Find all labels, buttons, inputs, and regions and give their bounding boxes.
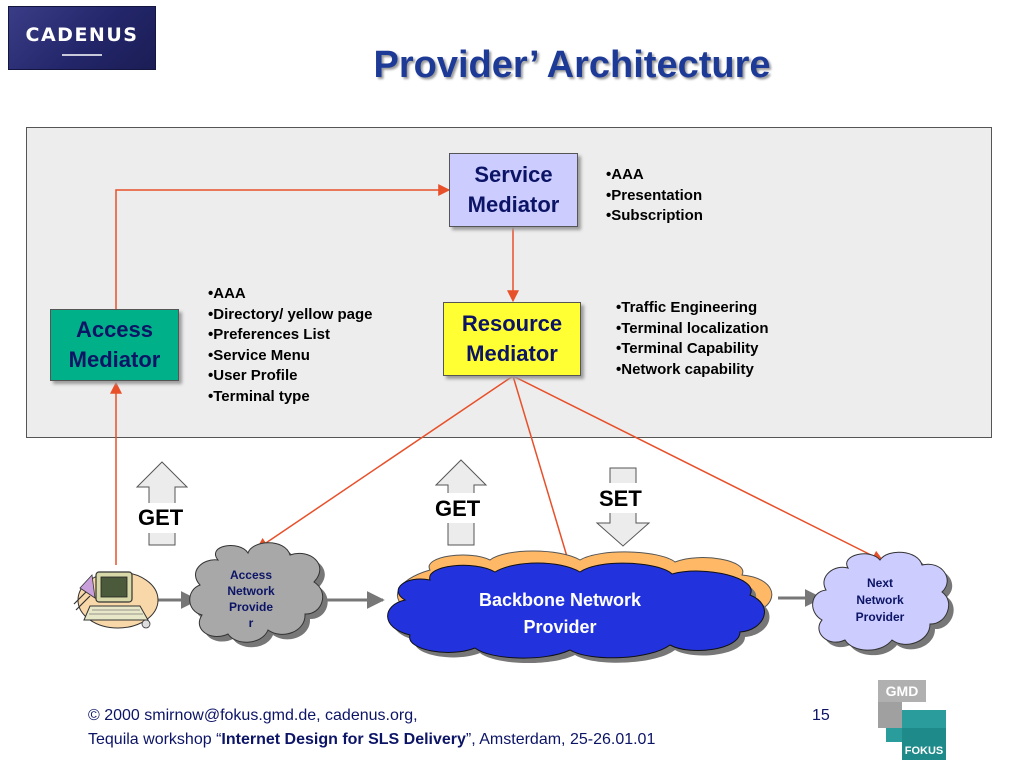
access-network-line-3: Provide — [229, 600, 273, 614]
get-left-label: GET — [138, 505, 184, 530]
access-mediator-box: Access Mediator — [50, 309, 179, 381]
get-middle-label: GET — [435, 496, 481, 521]
cadenus-logo-text: CADENUS — [25, 24, 139, 46]
backbone-network-label: Backbone Network Provider — [479, 590, 642, 637]
list-item: •Directory/ yellow page — [208, 305, 373, 323]
backbone-network-cloud — [387, 562, 770, 664]
footer-event-prefix: Tequila workshop “ — [88, 731, 222, 748]
footer-event-suffix: ”, Amsterdam, 25-26.01.01 — [465, 731, 656, 748]
list-item: •Terminal Capability — [616, 340, 759, 357]
resource-mediator-box: Resource Mediator — [443, 302, 581, 376]
list-item: •Network capability — [616, 360, 754, 378]
list-item: •User Profile — [208, 367, 298, 384]
backbone-line-2: Provider — [523, 617, 596, 637]
set-label: SET — [599, 486, 642, 511]
access-network-cloud — [189, 542, 328, 648]
list-item: •AAA — [208, 285, 246, 302]
list-item: •AAA — [606, 166, 644, 183]
access-network-label: Access Network Provide r — [227, 568, 275, 630]
service-mediator-box: Service Mediator — [449, 153, 578, 227]
arrow-access-to-service — [115, 184, 451, 309]
access-mediator-functions: •AAA •Directory/ yellow page •Preference… — [208, 284, 372, 407]
gmd-text: GMD — [886, 683, 919, 699]
arrow-resource-to-next-network — [512, 375, 885, 562]
next-network-line-3: Provider — [856, 610, 905, 624]
service-mediator-functions: •AAA •Presentation •Subscription — [606, 165, 703, 227]
resource-mediator-functions: •Traffic Engineering •Terminal localizat… — [616, 298, 769, 380]
next-network-label: Next Network Provider — [856, 576, 905, 624]
list-item: •Terminal type — [208, 387, 310, 405]
access-network-line-4: r — [249, 616, 254, 630]
list-item: •Traffic Engineering — [616, 299, 758, 316]
list-item: •Preferences List — [208, 326, 330, 343]
logo-underline — [62, 54, 102, 56]
mediator-panel — [26, 127, 992, 438]
cadenus-logo: CADENUS — [8, 6, 156, 70]
slide-title: Provider’ Architecture — [373, 44, 771, 86]
list-item: •Service Menu — [208, 346, 310, 364]
page-number: 15 — [812, 707, 830, 724]
fokus-text: FOKUS — [905, 745, 944, 757]
list-item: •Presentation — [606, 186, 703, 204]
footer-copyright: © 2000 smirnow@fokus.gmd.de, cadenus.org… — [88, 707, 418, 724]
arrow-resource-to-backbone — [512, 375, 574, 572]
footer-event: Tequila workshop “Internet Design for SL… — [88, 731, 655, 749]
list-item: •Terminal localization — [616, 319, 769, 337]
user-terminal-icon — [73, 571, 159, 629]
access-network-line-2: Network — [227, 584, 275, 598]
next-network-line-1: Next — [867, 576, 893, 590]
list-item: •Subscription — [606, 207, 703, 224]
access-network-line-1: Access — [230, 568, 272, 582]
arrow-resource-to-access-network — [256, 375, 514, 550]
backbone-line-1: Backbone Network — [479, 590, 642, 610]
next-network-cloud — [812, 551, 954, 656]
footer-event-title: Internet Design for SLS Delivery — [221, 731, 466, 748]
gmd-fokus-logo: GMD FOKUS — [878, 680, 946, 760]
next-network-line-2: Network — [856, 593, 904, 607]
